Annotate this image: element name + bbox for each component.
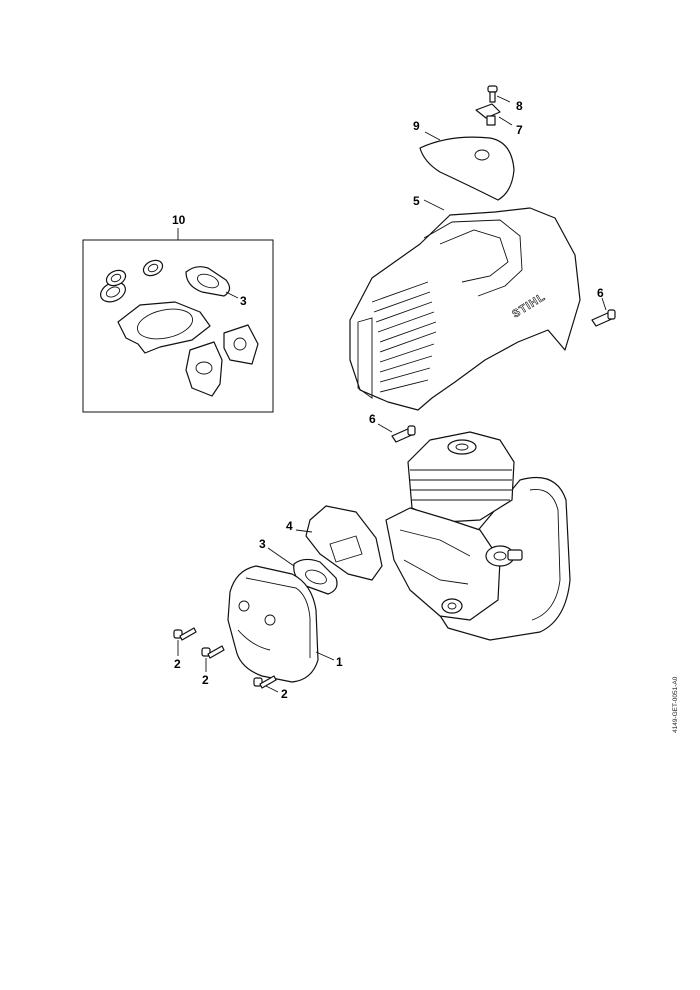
- document-id: 4149-GET-0051-A0: [672, 676, 679, 733]
- cover-screw-8: [487, 85, 511, 103]
- callout-labels: 8 7 9 5 10 3 6 6 4 3 1 2 2 2: [172, 99, 604, 701]
- intake-flange-gasket: [223, 324, 259, 365]
- heat-shield-4: [295, 505, 383, 581]
- callout-10: 10: [172, 213, 186, 227]
- spacer-7: [475, 103, 513, 126]
- shroud-screw-right-6: [591, 297, 616, 327]
- top-cap-9: [419, 131, 515, 201]
- cylinder-gasket: [117, 301, 211, 354]
- callout-1: 1: [336, 655, 343, 669]
- carburetor-gasket: [185, 341, 223, 397]
- gasket-kit-box: [82, 228, 274, 413]
- engine-shroud-5: STIHL: [349, 199, 581, 411]
- shaft-seal-small-left: [105, 269, 127, 287]
- callout-8: 8: [516, 99, 523, 113]
- muffler-screw-2b: [201, 645, 225, 672]
- shaft-seal-small-right: [142, 259, 164, 277]
- callout-2b: 2: [202, 673, 209, 687]
- callout-3-kit: 3: [240, 294, 247, 308]
- callout-3: 3: [259, 537, 266, 551]
- shroud-screw-left-6: [377, 423, 416, 443]
- shaft-seal-large: [100, 281, 126, 303]
- engine-assembly: [385, 431, 571, 641]
- exhaust-gasket-kit: [185, 266, 239, 299]
- callout-5: 5: [413, 194, 420, 208]
- muffler-1: [227, 565, 335, 683]
- muffler-screw-2c: [253, 675, 279, 693]
- muffler-screw-2a: [173, 627, 197, 656]
- callout-9: 9: [413, 119, 420, 133]
- callout-6-right: 6: [597, 286, 604, 300]
- callout-2a: 2: [174, 657, 181, 671]
- callout-2c: 2: [281, 687, 288, 701]
- callout-6-left: 6: [369, 412, 376, 426]
- callout-7: 7: [516, 123, 523, 137]
- callout-4: 4: [286, 519, 293, 533]
